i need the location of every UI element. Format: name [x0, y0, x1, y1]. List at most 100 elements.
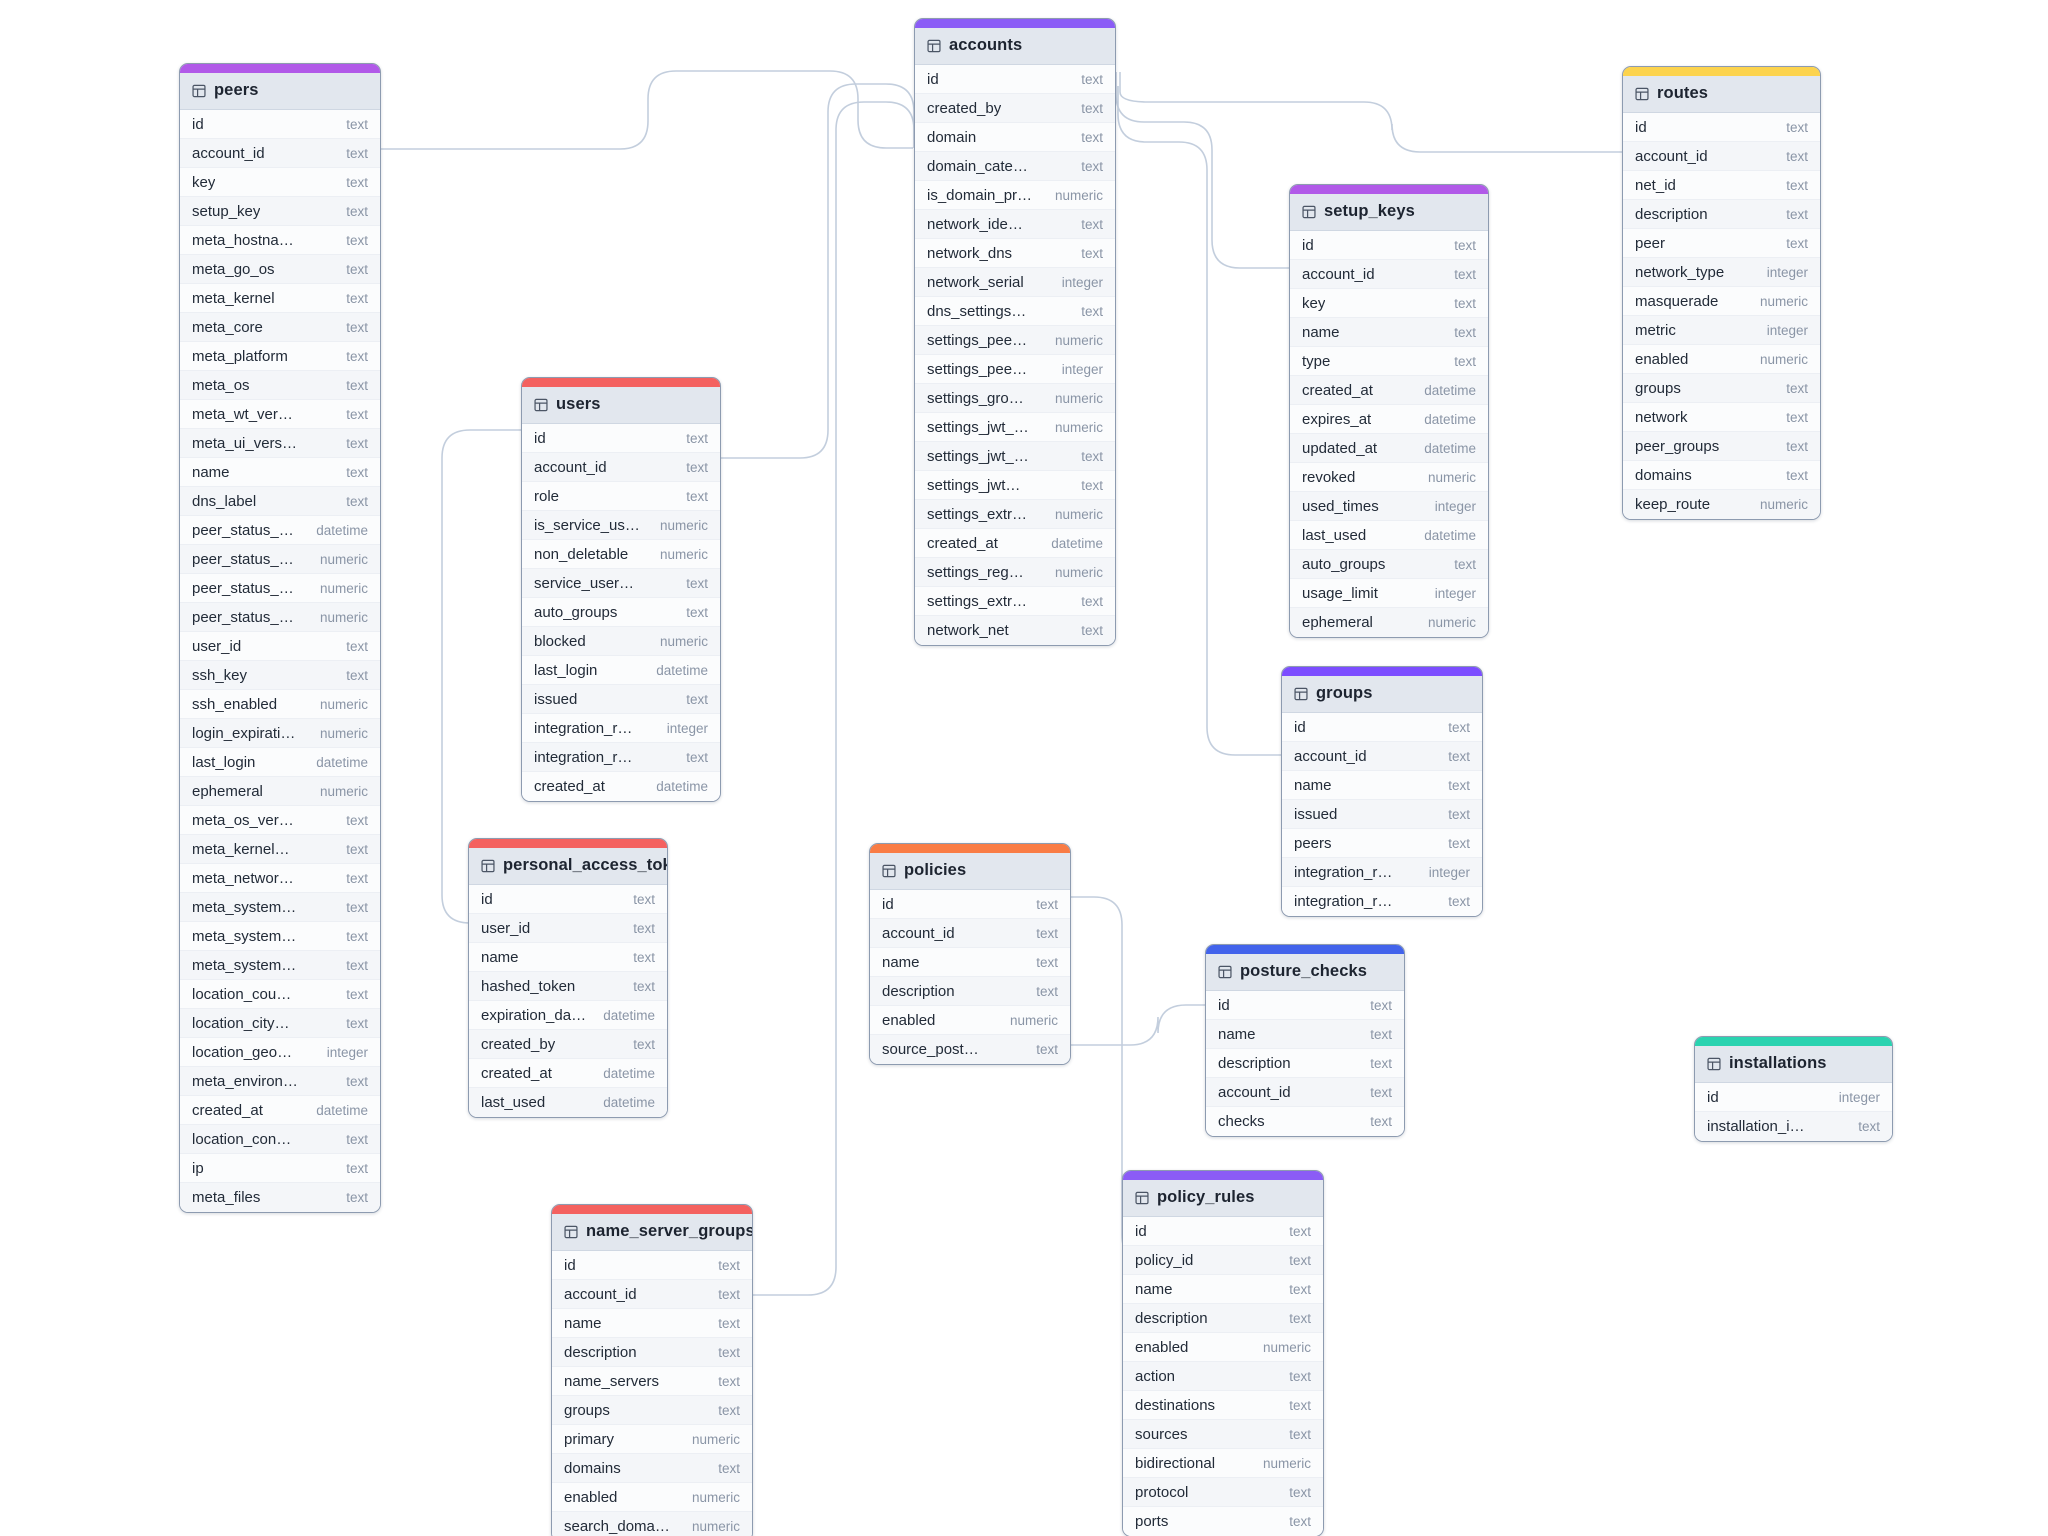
column-row[interactable]: peer_status_…numeric [180, 574, 380, 603]
column-row[interactable]: location_cou…text [180, 980, 380, 1009]
table-header[interactable]: name_server_groups [552, 1214, 752, 1251]
table-header[interactable]: users [522, 387, 720, 424]
column-row[interactable]: service_user…text [522, 569, 720, 598]
column-row[interactable]: meta_hostna…text [180, 226, 380, 255]
table-header[interactable]: posture_checks [1206, 954, 1404, 991]
column-row[interactable]: integration_r…integer [522, 714, 720, 743]
column-row[interactable]: settings_extr…text [915, 587, 1115, 616]
column-row[interactable]: settings_jwt_…numeric [915, 413, 1115, 442]
column-row[interactable]: meta_wt_ver…text [180, 400, 380, 429]
table-header[interactable]: installations [1695, 1046, 1892, 1083]
table-card-personal_access_tokens[interactable]: personal_access_tokensidtextuser_idtextn… [468, 838, 668, 1118]
column-row[interactable]: domain_cate…text [915, 152, 1115, 181]
column-row[interactable]: network_ide…text [915, 210, 1115, 239]
column-row[interactable]: meta_system…text [180, 951, 380, 980]
table-header[interactable]: routes [1623, 76, 1820, 113]
column-row[interactable]: is_service_us…numeric [522, 511, 720, 540]
column-row[interactable]: location_geo…integer [180, 1038, 380, 1067]
column-row[interactable]: settings_jwt…text [915, 471, 1115, 500]
column-row[interactable]: dns_settings…text [915, 297, 1115, 326]
table-header[interactable]: policy_rules [1123, 1180, 1323, 1217]
column-row[interactable]: meta_os_ver…text [180, 806, 380, 835]
column-row[interactable]: is_domain_pr…numeric [915, 181, 1115, 210]
column-row[interactable]: location_city…text [180, 1009, 380, 1038]
column-row[interactable]: expiration_da…datetime [469, 1001, 667, 1030]
column-row[interactable]: meta_networ…text [180, 864, 380, 893]
column-row[interactable]: settings_jwt_…text [915, 442, 1115, 471]
